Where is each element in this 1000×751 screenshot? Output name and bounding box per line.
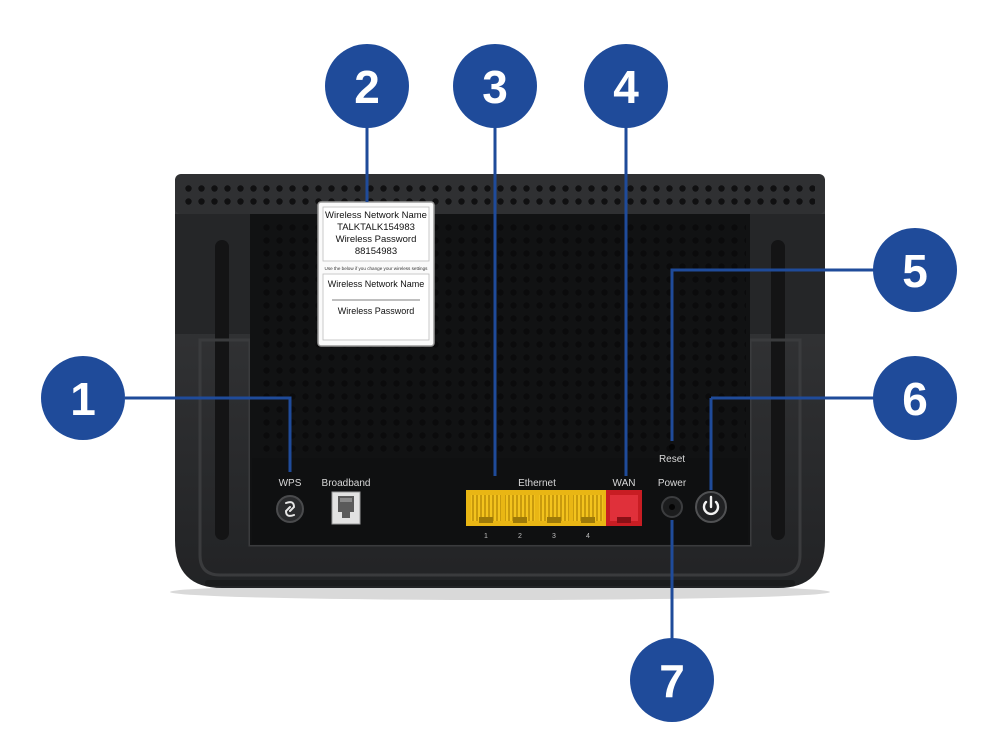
wps-button[interactable]: [276, 495, 304, 523]
reset-pinhole[interactable]: [669, 444, 675, 450]
ethernet-port-3[interactable]: [539, 495, 569, 523]
password-value: 88154983: [355, 246, 397, 257]
callout-2: 2: [325, 44, 409, 128]
leader-line-1: [125, 396, 292, 472]
wan-label: WAN: [613, 478, 636, 489]
custom-network-name-label: Wireless Network Name: [328, 279, 425, 289]
power-button[interactable]: [695, 491, 727, 523]
callout-4-number: 4: [613, 61, 639, 113]
callout-7-number: 7: [659, 655, 685, 707]
broadband-label: Broadband: [322, 478, 371, 489]
callout-3: 3: [453, 44, 537, 128]
wifi-label-sticker: Wireless Network Name TALKTALK154983 Wir…: [317, 201, 435, 347]
callout-badges: 1 2 3 4 5 6 7: [41, 44, 957, 722]
power-label: Power: [658, 478, 687, 489]
ethernet-port-1[interactable]: [471, 495, 501, 523]
callout-6-number: 6: [902, 373, 928, 425]
wan-port[interactable]: [606, 490, 642, 526]
network-name-value: TALKTALK154983: [337, 222, 415, 233]
ethernet-number-1: 1: [484, 533, 488, 540]
power-icon: [702, 495, 720, 516]
ethernet-number-2: 2: [518, 533, 522, 540]
ethernet-number-3: 3: [552, 533, 556, 540]
callout-5: 5: [873, 228, 957, 312]
leader-lines: [125, 125, 874, 640]
broadband-port[interactable]: [331, 491, 361, 525]
router-body: [170, 174, 830, 600]
callout-1: 1: [41, 356, 125, 440]
leader-line-5: [670, 268, 874, 441]
callout-6: 6: [873, 356, 957, 440]
callout-4: 4: [584, 44, 668, 128]
custom-password-label: Wireless Password: [338, 306, 415, 316]
callout-3-number: 3: [482, 61, 508, 113]
ethernet-port-4[interactable]: [573, 495, 603, 523]
wps-label: WPS: [279, 478, 302, 489]
callout-1-number: 1: [70, 373, 96, 425]
password-heading: Wireless Password: [336, 234, 417, 245]
network-name-heading: Wireless Network Name: [325, 210, 427, 221]
callout-7: 7: [630, 638, 714, 722]
reset-label: Reset: [659, 454, 685, 465]
callout-5-number: 5: [902, 245, 928, 297]
ethernet-label: Ethernet: [518, 478, 556, 489]
wps-icon: [284, 501, 296, 517]
callout-2-number: 2: [354, 61, 380, 113]
settings-note: Use the below if you change your wireles…: [325, 266, 429, 271]
port-panel: WPS Broadband Ethernet: [276, 444, 727, 540]
ethernet-number-4: 4: [586, 533, 590, 540]
ethernet-port-2[interactable]: [505, 495, 535, 523]
power-socket[interactable]: [661, 496, 683, 518]
